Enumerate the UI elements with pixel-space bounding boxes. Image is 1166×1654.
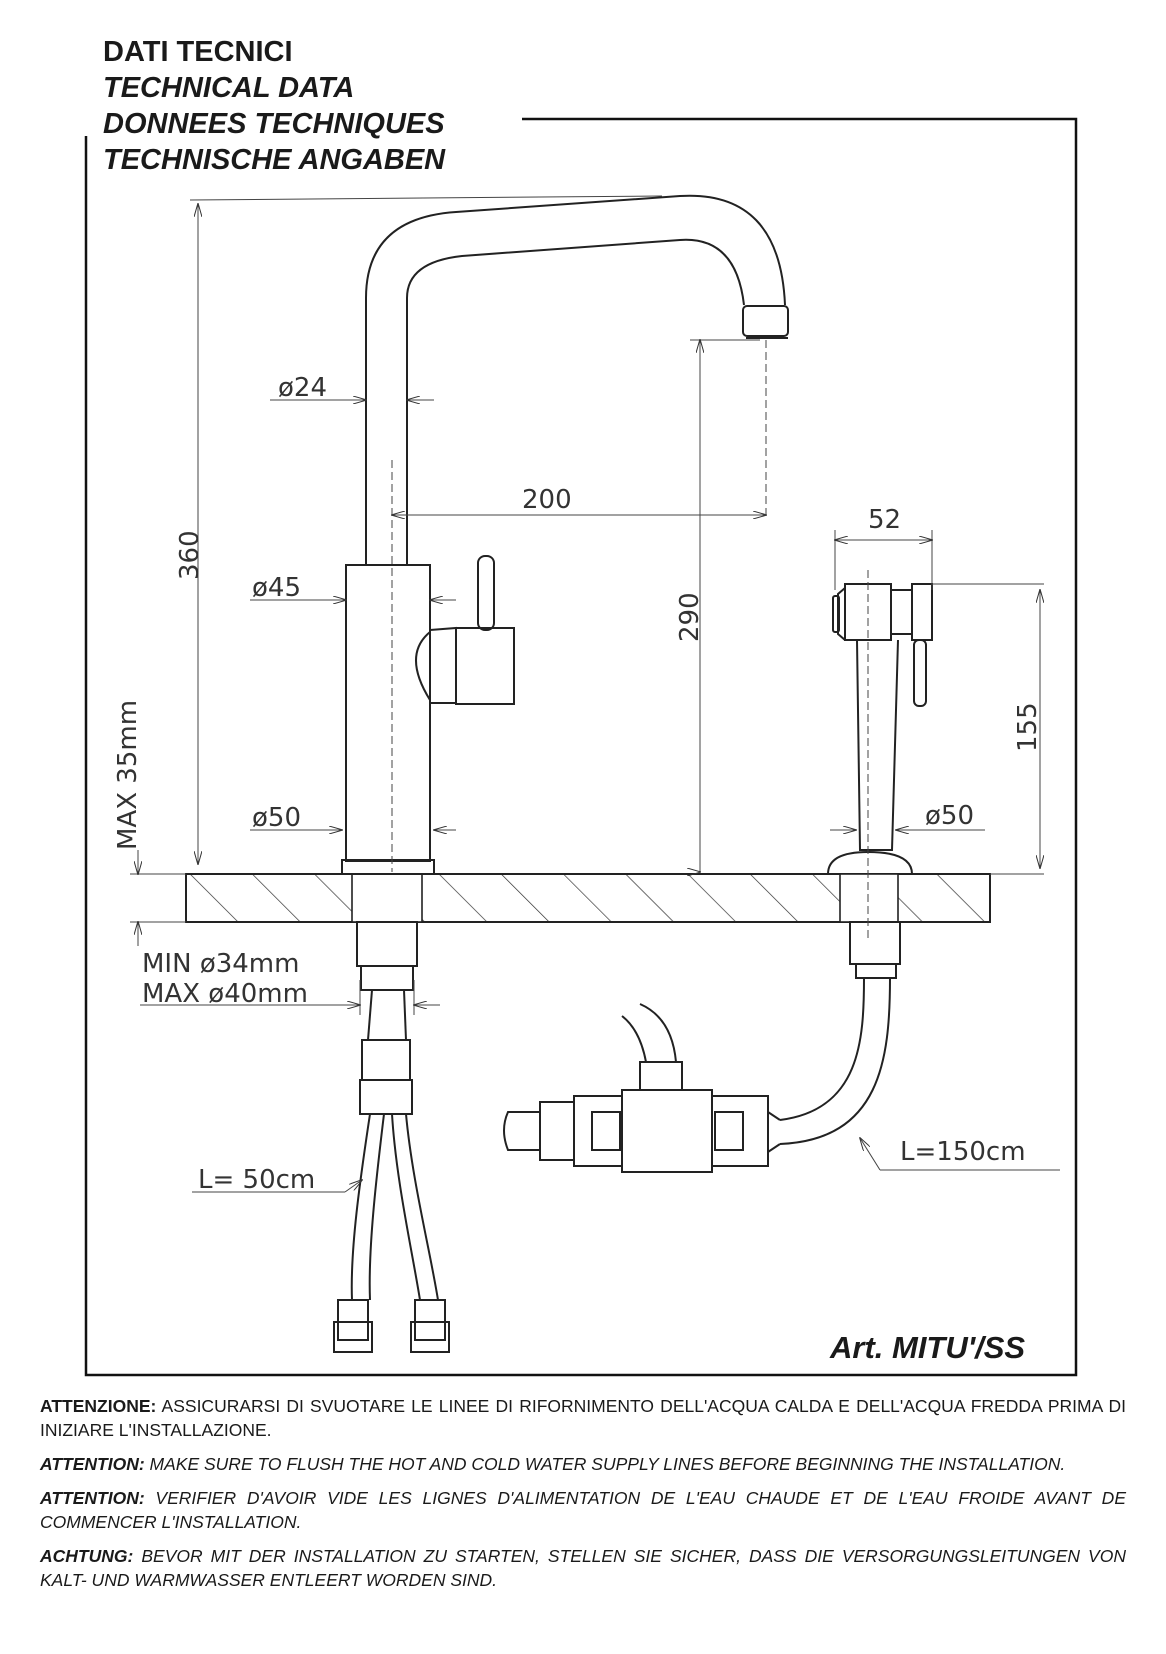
dim-spray-base: ø50 <box>925 801 974 831</box>
note-french: ATTENTION: VERIFIER D'AVOIR VIDE LES LIG… <box>40 1488 1126 1532</box>
dim-spout-reach: 200 <box>522 485 572 515</box>
title-english: TECHNICAL DATA <box>103 72 355 104</box>
dim-spray-width: 52 <box>868 505 901 535</box>
dimension-lines <box>130 195 1060 1193</box>
dim-spout-height: 290 <box>675 592 705 642</box>
title-french: DONNEES TECHNIQUES <box>103 108 445 140</box>
faucet-drawing <box>333 194 789 1353</box>
note-german: ACHTUNG: BEVOR MIT DER INSTALLATION ZU S… <box>40 1546 1126 1590</box>
installation-notes: ATTENZIONE: ASSICURARSI DI SVUOTARE LE L… <box>40 1394 1126 1602</box>
drawing-frame <box>84 117 1078 1377</box>
countertop-section <box>185 873 991 923</box>
dim-hole-max: MAX ø40mm <box>142 979 308 1009</box>
title-italian: DATI TECNICI <box>103 36 293 68</box>
dim-base-diameter: ø50 <box>252 803 301 833</box>
title-german: TECHNISCHE ANGABEN <box>103 144 446 176</box>
dim-hole-min: MIN ø34mm <box>142 949 299 979</box>
note-english: ATTENTION: MAKE SURE TO FLUSH THE HOT AN… <box>40 1454 1066 1474</box>
page-title-block: DATI TECNICI TECHNICAL DATA DONNEES TECH… <box>103 34 445 178</box>
dim-spray-hose: L=150cm <box>900 1137 1026 1167</box>
article-code: Art. MITU'/SS <box>830 1330 1026 1365</box>
dim-spout-diameter: ø24 <box>278 373 327 403</box>
note-italian: ATTENZIONE: ASSICURARSI DI SVUOTARE LE L… <box>40 1396 1126 1440</box>
dim-max-deck: MAX 35mm <box>113 700 143 850</box>
dim-hose-length: L= 50cm <box>198 1165 315 1195</box>
dim-body-diameter: ø45 <box>252 573 301 603</box>
dim-height-total: 360 <box>175 530 205 580</box>
dim-spray-height: 155 <box>1013 702 1043 752</box>
